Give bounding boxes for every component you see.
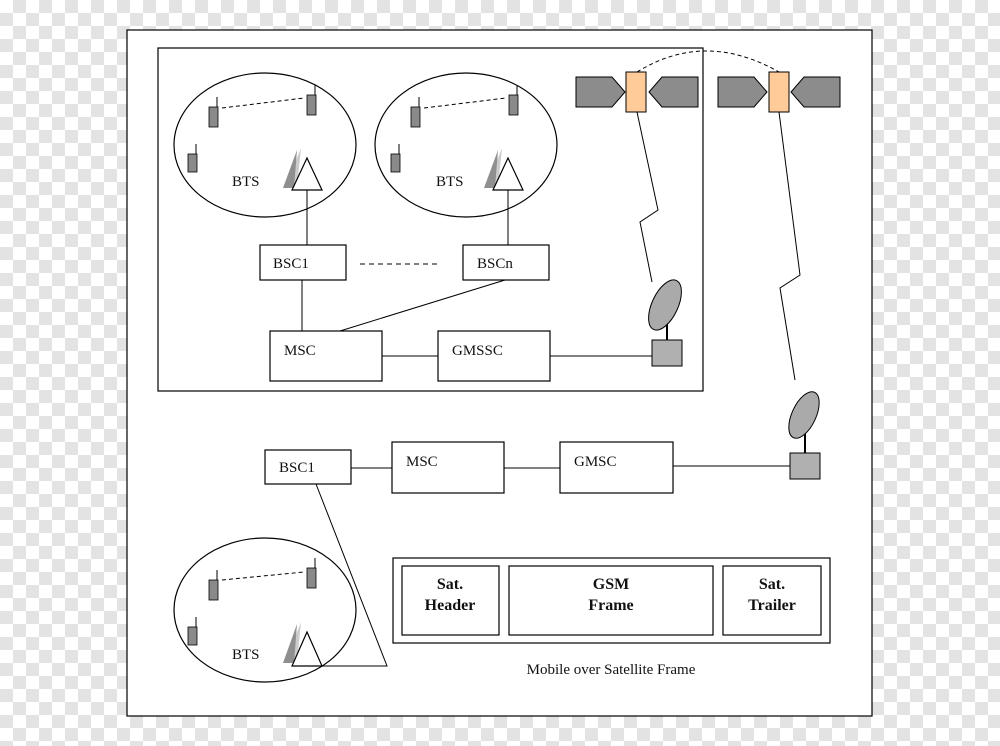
satellite-frame-structure: Sat. Header GSM Frame Sat. Trailer Mobil… (392, 557, 831, 684)
link-bscn-msc (339, 279, 506, 332)
mobile-phone-icon (208, 570, 219, 601)
uplink-top (636, 111, 659, 283)
mobile-phone-icon (306, 85, 317, 116)
frame-caption: Mobile over Satellite Frame (527, 662, 696, 678)
sat-header-box (401, 565, 500, 636)
cell-boundary (374, 72, 558, 218)
bts-label: BTS (436, 174, 464, 190)
mobile-phone-icon (187, 617, 198, 646)
bsc1-bottom-label: BSC1 (279, 460, 315, 476)
bsc1-bottom-box (264, 449, 352, 485)
mobile-phone-icon (390, 144, 401, 173)
sat-header-line1: Sat. (437, 576, 463, 593)
bts-label: BTS (232, 174, 260, 190)
gmsc-bottom-box (559, 441, 674, 494)
sat-header-line2: Header (425, 597, 476, 614)
bscn-label: BSCn (477, 256, 513, 272)
cell-boundary (173, 537, 357, 683)
cell-bottom: BTS (173, 537, 357, 683)
cell-top-right: BTS (374, 72, 558, 218)
gsm-frame-line2: Frame (588, 597, 633, 614)
link-bsc1-bts-bottom (315, 483, 388, 667)
satellite-icon (575, 71, 699, 113)
msc-bottom-box (391, 441, 505, 494)
msc-bottom-label: MSC (406, 454, 438, 470)
satellite-dish-icon (648, 279, 683, 367)
bts-antenna-icon (283, 148, 323, 191)
mobile-phone-icon (306, 558, 317, 589)
mobile-phone-icon (410, 97, 421, 128)
sat-trailer-line1: Sat. (759, 576, 785, 593)
msc-box (269, 330, 383, 382)
gmsc-bottom-label: GMSC (574, 454, 617, 470)
bts-antenna-icon (283, 622, 323, 667)
msc-label: MSC (284, 343, 316, 359)
mobile-phone-icon (187, 144, 198, 173)
ground-network-box (157, 47, 704, 392)
downlink-bottom (778, 111, 801, 381)
sat-trailer-line2: Trailer (748, 597, 796, 614)
gsm-frame-line1: GSM (593, 576, 629, 593)
inter-satellite-link (636, 50, 780, 73)
bscn-box (462, 244, 550, 281)
mobile-phone-icon (508, 85, 519, 116)
bsc1-label: BSC1 (273, 256, 309, 272)
cell-top-left: BTS (173, 72, 357, 218)
cell-boundary (173, 72, 357, 218)
mobile-phone-icon (208, 97, 219, 128)
bts-label: BTS (232, 647, 260, 663)
bsc1-box (259, 244, 347, 281)
gmssc-label: GMSSC (452, 343, 503, 359)
sat-trailer-box (722, 565, 822, 636)
gmssc-box (437, 330, 551, 382)
satellite-icon (717, 71, 841, 113)
gsm-frame-box (508, 565, 714, 636)
